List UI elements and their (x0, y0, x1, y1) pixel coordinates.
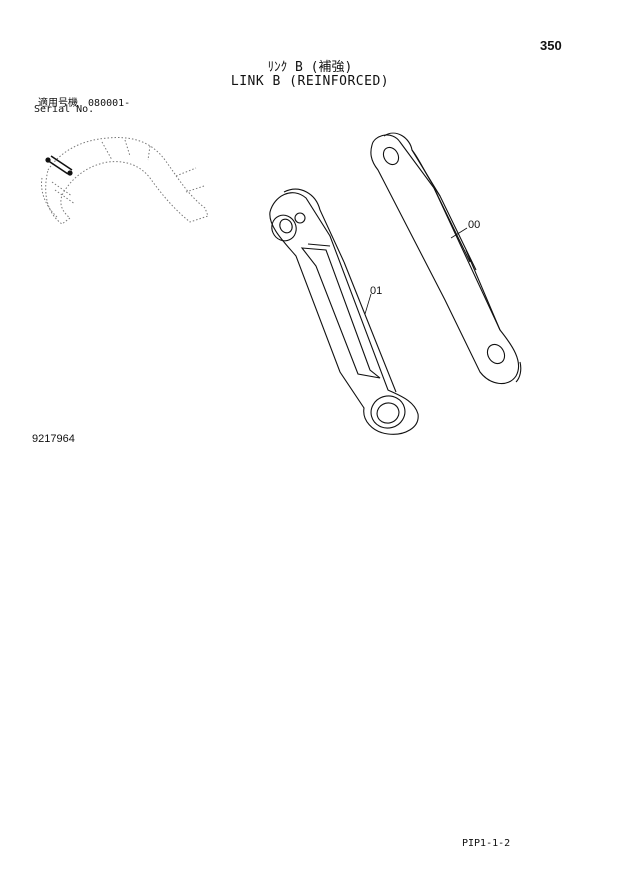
sheet-code: PIP1-1-2 (462, 838, 511, 849)
part-01-link (269, 188, 419, 435)
serial-number: 080001- (88, 98, 131, 109)
page-number: 350 (540, 38, 562, 53)
leader-01 (364, 293, 372, 315)
part-00-link (370, 132, 522, 384)
leader-lines (364, 227, 468, 315)
drawing-number: 9217964 (32, 433, 75, 445)
locator-thumbnail (41, 137, 209, 225)
callout-01: 01 (370, 285, 383, 297)
locator-highlight (45, 155, 73, 176)
leader-00 (450, 227, 468, 239)
title-japanese: ﾘﾝｸ B (補強) (267, 60, 353, 75)
callout-00: 00 (468, 219, 481, 231)
serial-label-row: 適用号機 080001- (38, 94, 130, 109)
serial-label-japanese: 適用号機 (38, 98, 78, 109)
title-english: LINK B (REINFORCED) (230, 74, 390, 89)
serial-label-english: Serial No. (34, 104, 95, 115)
